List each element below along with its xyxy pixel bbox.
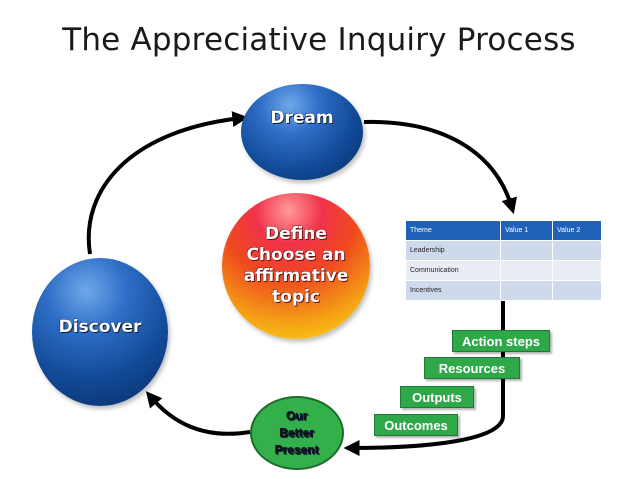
present-line-1: Our (286, 408, 308, 423)
table-cell (552, 240, 602, 261)
define-line-3: affirmative (243, 266, 349, 286)
discover-label: Discover (58, 317, 142, 337)
discover-sphere: Discover (32, 258, 168, 406)
table-cell (500, 280, 553, 301)
arrow-present-to-discover (145, 391, 251, 436)
table-cell: Incentives (405, 280, 501, 301)
define-sphere: Define Choose an affirmative topic (222, 193, 370, 339)
table-cell: Leadership (405, 240, 501, 261)
arrow-discover-to-dream (86, 111, 249, 255)
theme-table-header: Value 2 (552, 220, 602, 241)
define-line-4: topic (272, 287, 320, 307)
step-action-steps: Action steps (452, 330, 550, 352)
table-cell (500, 240, 553, 261)
define-line-2: Choose an (246, 245, 346, 265)
dream-label: Dream (270, 108, 334, 128)
table-row: Communication (405, 260, 602, 281)
theme-table-header: Theme (405, 220, 501, 241)
define-line-1: Define (265, 224, 327, 244)
step-outputs: Outputs (400, 386, 474, 408)
theme-table-header: Value 1 (500, 220, 553, 241)
theme-table-header-row: Theme Value 1 Value 2 (405, 220, 602, 241)
table-row: Incentives (405, 280, 602, 301)
present-line-2: Better (279, 425, 315, 440)
page-title: The Appreciative Inquiry Process (62, 22, 576, 58)
dream-sphere: Dream (241, 84, 363, 180)
theme-table: Theme Value 1 Value 2 Leadership Communi… (405, 220, 602, 301)
arrow-table-to-outcomes (343, 300, 505, 456)
step-outcomes: Outcomes (374, 414, 458, 436)
define-label: Define Choose an affirmative topic (244, 224, 349, 308)
present-label: Our Better Present (275, 408, 319, 459)
table-cell (500, 260, 553, 281)
table-row: Leadership (405, 240, 602, 261)
table-cell (552, 260, 602, 281)
table-cell (552, 280, 602, 301)
our-better-present-circle: Our Better Present (250, 396, 344, 470)
table-cell: Communication (405, 260, 501, 281)
arrow-dream-to-table (363, 119, 517, 215)
step-resources: Resources (424, 357, 520, 379)
present-line-3: Present (274, 442, 320, 457)
